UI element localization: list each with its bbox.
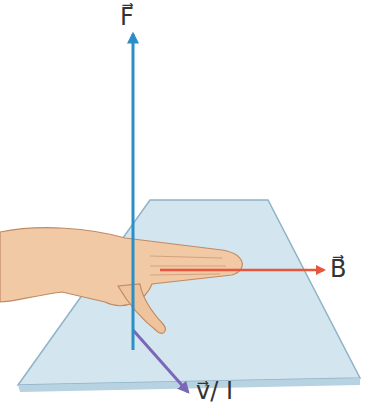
finger-lines: [150, 256, 226, 275]
field-label: B⃗: [330, 254, 346, 285]
velocity-arrow: [133, 330, 188, 392]
plane-edge: [18, 378, 360, 392]
hand: [0, 228, 242, 306]
force-arrow: [132, 34, 135, 350]
field-arrow: [160, 269, 324, 272]
velocity-current-label: v⃗/ I: [196, 376, 233, 407]
thumb: [118, 284, 165, 333]
force-label: F⃗: [120, 2, 134, 33]
